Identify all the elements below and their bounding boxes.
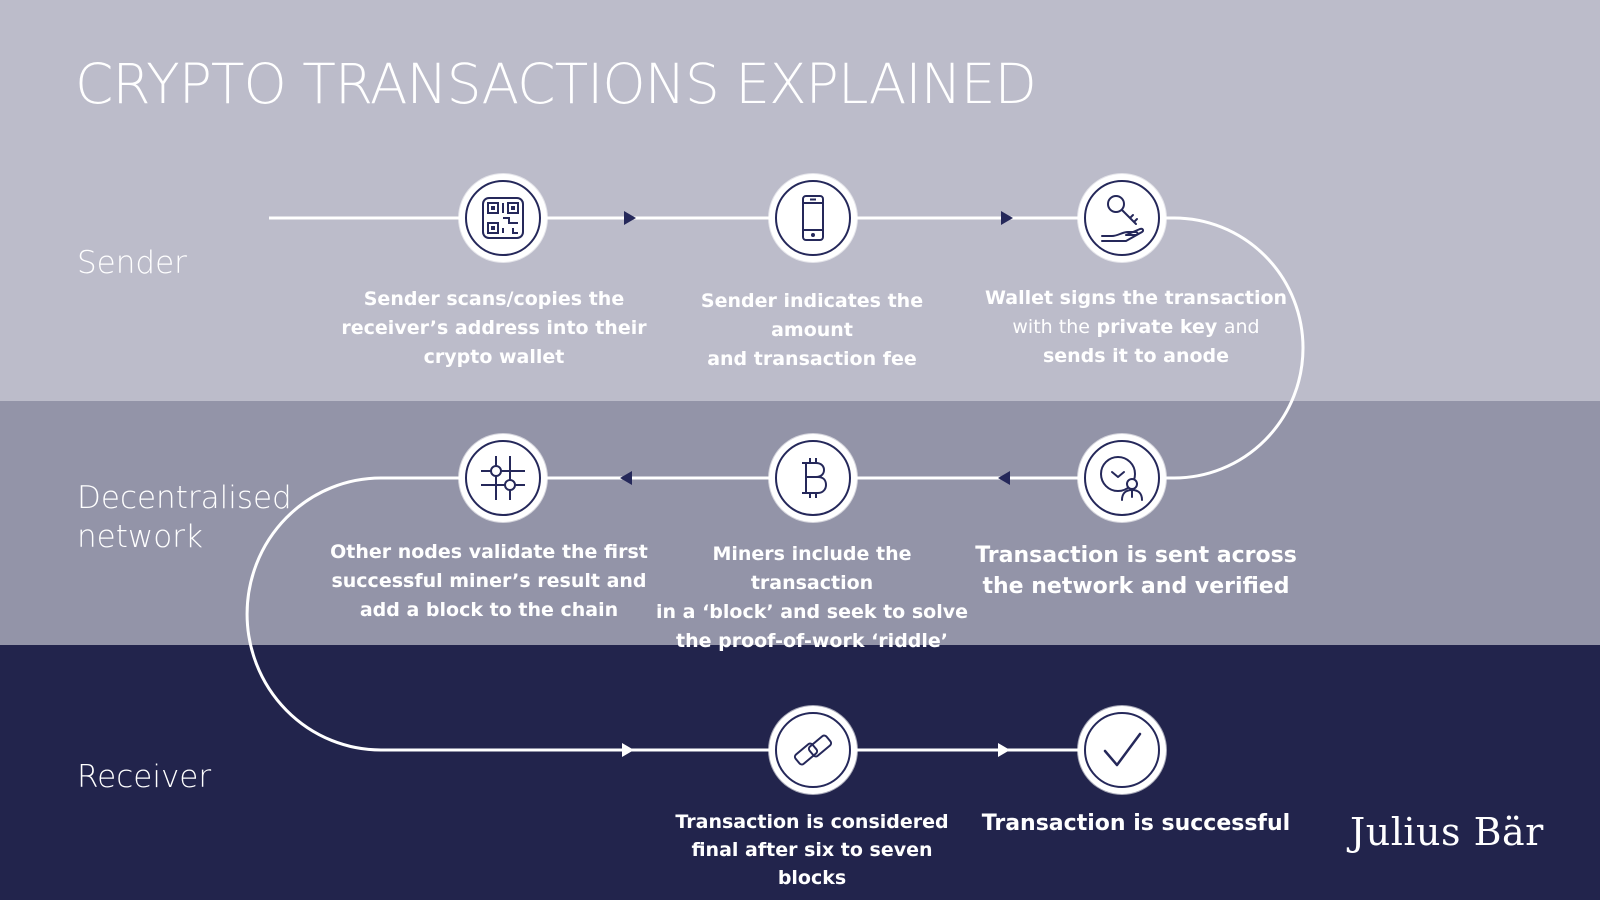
step-scan-node [459,174,547,262]
step-amount-node [769,174,857,262]
checkmark-icon [1103,732,1142,767]
smartphone-icon [802,195,824,241]
step-sign-line3: sends it to anode [1042,345,1230,367]
lane-label-network-line1: Decentralised [77,480,292,516]
chain-link-icon [793,734,833,766]
step-final-node [769,706,857,794]
step-validate-line1: Other nodes validate the first [330,541,648,563]
step-sent-node [1078,434,1166,522]
lane-label-receiver: Receiver [77,759,212,795]
arrow-left-2 [620,471,632,485]
step-amount-line1: Sender indicates the amount [700,290,924,341]
step-success-text: Transaction is successful [966,808,1306,839]
step-success-node [1078,706,1166,794]
step-sent-line2: the network and verified [982,574,1290,599]
step-sign-line2-c: and [1223,316,1260,338]
step-sign-node [1078,174,1166,262]
step-amount-text: Sender indicates the amount and transact… [657,287,967,374]
arrow-right-4 [998,743,1010,757]
page-title: CRYPTO TRANSACTIONS EXPLAINED [75,52,1037,116]
lane-label-network-line2: network [77,519,203,555]
step-amount-line2: and transaction fee [707,348,917,370]
step-scan-line2: receiver’s address into their [341,317,647,339]
step-sign-text: Wallet signs the transaction with the pr… [971,284,1301,371]
qr-code-icon [482,197,524,239]
clock-person-icon [1100,456,1143,501]
step-miners-line1: Miners include the transaction [712,543,912,594]
brand-logo: Julius Bär [1350,810,1544,854]
step-validate-line2: successful miner’s result and [331,570,647,592]
bitcoin-icon [802,458,827,498]
step-sign-line1: Wallet signs the transaction [984,287,1288,309]
network-nodes-icon [481,456,525,500]
lane-label-network: Decentralised network [77,479,292,557]
step-sent-text: Transaction is sent across the network a… [971,540,1301,602]
step-final-line1: Transaction is considered [675,811,949,833]
step-validate-text: Other nodes validate the first successfu… [329,538,649,625]
flow-line [245,216,1305,752]
arrow-right-3 [622,743,634,757]
step-miners-text: Miners include the transaction in a ‘blo… [652,540,972,656]
step-miners-node [769,434,857,522]
step-validate-line3: add a block to the chain [359,599,619,621]
step-miners-line2: in a ‘block’ and seek to solve [656,601,968,623]
step-sign-line2-a: with the [1012,316,1090,338]
step-sign-line2: with the private key and [971,313,1301,342]
step-validate-node [459,434,547,522]
step-scan-text: Sender scans/copies the receiver’s addre… [339,285,649,372]
arrow-right-1 [624,211,636,225]
step-miners-line3: the proof-of-work ‘riddle’ [675,630,949,652]
step-sent-line1: Transaction is sent across [975,543,1297,568]
step-scan-line3: crypto wallet [423,346,565,368]
key-in-hand-icon [1101,195,1145,242]
arrow-left-1 [998,471,1010,485]
arrow-right-2 [1001,211,1013,225]
step-scan-line1: Sender scans/copies the [363,288,625,310]
step-final-line2: final after six to seven blocks [691,839,933,889]
step-sign-private-key: private key [1096,316,1218,338]
lane-label-sender: Sender [77,245,187,281]
step-final-text: Transaction is considered final after si… [657,808,967,892]
step-success-line1: Transaction is successful [981,811,1291,836]
